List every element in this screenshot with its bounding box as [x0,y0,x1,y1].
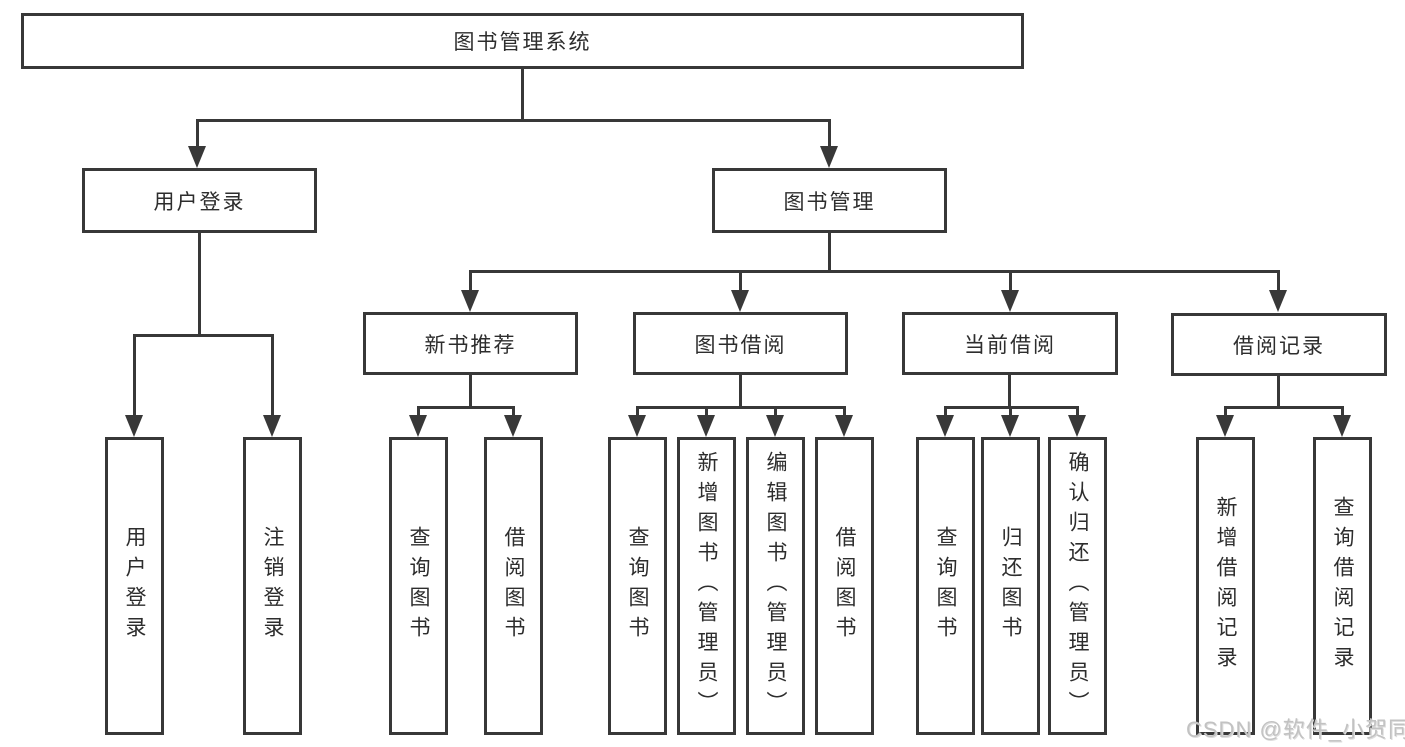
leaf-label: 注销登录 [261,526,284,646]
leaf-edit-books-admin: 编辑图书（管理员） [746,437,805,735]
leaf-label: 用户登录 [123,526,146,646]
connector-arrow [1333,406,1351,437]
leaf-logout: 注销登录 [243,437,302,735]
connector-bb-stem [739,375,742,408]
connector-book-mgmt-stem [828,233,831,272]
connector-nbr-branch [417,406,515,409]
leaf-label: 查询图书 [934,526,957,646]
node-label: 当前借阅 [964,333,1056,357]
leaf-borrow-books-recommend: 借阅图书 [484,437,543,735]
leaf-label: 新增图书（管理员） [695,451,718,721]
connector-arrow [835,406,853,437]
connector-nbr-stem [469,375,472,408]
connector-root-branch [196,119,831,122]
leaf-query-books-recommend: 查询图书 [389,437,448,735]
connector-arrow-to-book-management [820,119,838,168]
leaf-label: 查询图书 [626,526,649,646]
connector-arrow-to-current-borrowing [1001,270,1019,312]
leaf-borrow-books-borrowing: 借阅图书 [815,437,874,735]
csdn-watermark: CSDN @软件_小贺同学 [1186,717,1405,742]
leaf-label: 新增借阅记录 [1214,496,1237,676]
leaf-label: 查询借阅记录 [1331,496,1354,676]
leaf-add-books-admin: 新增图书（管理员） [677,437,736,735]
node-label: 新书推荐 [424,333,517,357]
node-label: 图书管理系统 [453,31,592,54]
connector-root-stem [521,68,524,121]
leaf-label: 编辑图书（管理员） [764,451,787,721]
leaf-label: 确认归还（管理员） [1066,451,1089,721]
leaf-label: 借阅图书 [502,526,525,646]
node-user-login: 用户登录 [82,168,317,233]
connector-arrow [697,406,715,437]
leaf-query-books-current: 查询图书 [916,437,975,735]
connector-bb-branch [636,406,846,409]
node-library-management-system: 图书管理系统 [21,13,1024,69]
connector-arrow-to-leaf-user-login [125,334,143,437]
leaf-user-login: 用户登录 [105,437,164,735]
node-current-borrowing: 当前借阅 [902,312,1118,375]
connector-arrow [1068,406,1086,437]
node-label: 图书借阅 [694,333,787,357]
node-label: 借阅记录 [1233,334,1325,358]
connector-user-login-stem [198,233,201,336]
node-label: 用户登录 [153,190,246,214]
node-new-book-recommend: 新书推荐 [363,312,578,375]
node-book-management: 图书管理 [712,168,947,233]
connector-user-login-branch [133,334,274,337]
connector-arrow [1001,406,1019,437]
connector-arrow-to-borrow-records [1269,270,1287,312]
connector-cb-stem [1008,375,1011,408]
connector-arrow [1216,406,1234,437]
connector-arrow-to-leaf-logout [263,334,281,437]
leaf-return-books: 归还图书 [981,437,1040,735]
leaf-label: 借阅图书 [833,526,856,646]
connector-arrow [766,406,784,437]
leaf-label: 归还图书 [999,526,1022,646]
node-label: 图书管理 [783,190,876,214]
connector-arrow-to-new-book-recommend [461,270,479,312]
node-book-borrowing: 图书借阅 [633,312,848,375]
node-borrow-records: 借阅记录 [1171,313,1387,376]
leaf-query-books-borrowing: 查询图书 [608,437,667,735]
connector-arrow-to-user-login [188,119,206,168]
leaf-query-borrow-record: 查询借阅记录 [1313,437,1372,735]
connector-arrow-to-book-borrowing [731,270,749,312]
leaf-confirm-return-admin: 确认归还（管理员） [1048,437,1107,735]
connector-arrow [504,406,522,437]
connector-arrow [409,406,427,437]
connector-br-branch [1224,406,1344,409]
connector-arrow [936,406,954,437]
leaf-label: 查询图书 [407,526,430,646]
connector-arrow [628,406,646,437]
connector-br-stem [1277,376,1280,408]
connector-book-mgmt-branch [469,270,1280,273]
leaf-add-borrow-record: 新增借阅记录 [1196,437,1255,735]
